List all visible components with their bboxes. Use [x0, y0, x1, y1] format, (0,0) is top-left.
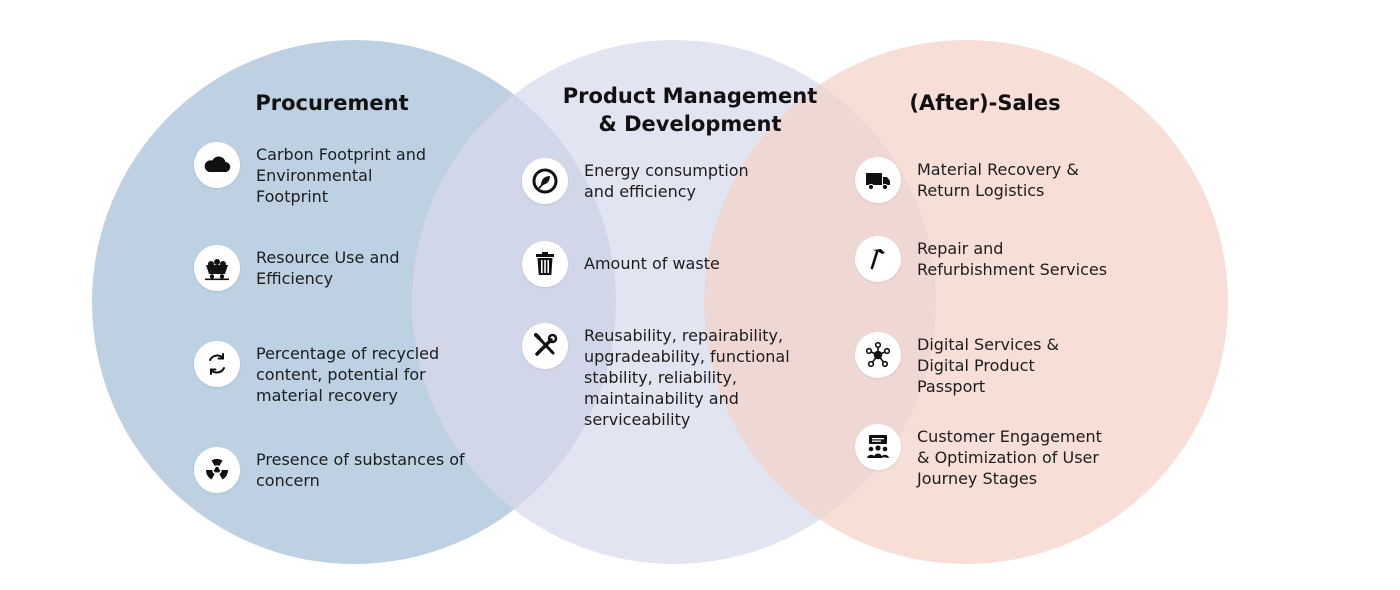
procurement-item-recycled-content: Percentage of recycled content, potentia…	[194, 341, 439, 406]
recycle-arrows-icon	[194, 341, 240, 387]
product-item-label: Amount of waste	[584, 254, 720, 273]
sales-circle	[704, 40, 1228, 564]
sales-item-material-recovery: Material Recovery & Return Logistics	[855, 157, 1079, 203]
sales-item-customer-engagement: Customer Engagement & Optimization of Us…	[855, 424, 1102, 489]
radiation-icon	[194, 447, 240, 493]
sales-item-label: Repair and Refurbishment Services	[917, 239, 1108, 279]
sales-item-digital-services: Digital Services & Digital Product Passp…	[855, 332, 1059, 397]
network-nodes-icon	[855, 332, 901, 378]
sales-item-repair: Repair and Refurbishment Services	[855, 236, 1107, 282]
procurement-item-label: Resource Use and Efficiency	[256, 248, 400, 288]
product-item-waste: Amount of waste	[522, 241, 720, 287]
sales-heading: (After)-Sales	[909, 91, 1061, 115]
product-item-label: Energy consumption and efficiency	[584, 161, 749, 201]
mine-cart-icon	[194, 245, 240, 291]
procurement-item-label: Carbon Footprint and Environmental Footp…	[256, 145, 426, 206]
energy-leaf-icon	[522, 158, 568, 204]
sales-item-label: Digital Services & Digital Product Passp…	[917, 335, 1060, 396]
cloud-icon	[194, 142, 240, 188]
sales-item-label: Customer Engagement & Optimization of Us…	[917, 427, 1102, 488]
trash-can-icon	[522, 241, 568, 287]
product-item-reusability: Reusability, repairability, upgradeabili…	[522, 323, 790, 430]
procurement-heading: Procurement	[255, 91, 409, 115]
procurement-item-resource-use: Resource Use and Efficiency	[194, 245, 400, 291]
truck-icon	[855, 157, 901, 203]
procurement-item-label: Presence of substances of concern	[256, 450, 465, 490]
product-heading: Product Management & Development	[562, 84, 818, 136]
product-item-label: Reusability, repairability, upgradeabili…	[584, 326, 790, 429]
sales-item-label: Material Recovery & Return Logistics	[917, 160, 1079, 200]
procurement-item-carbon-footprint: Carbon Footprint and Environmental Footp…	[194, 142, 426, 207]
product-item-energy: Energy consumption and efficiency	[522, 158, 749, 204]
procurement-item-substances: Presence of substances of concern	[194, 447, 465, 493]
customer-group-icon	[855, 424, 901, 470]
procurement-item-label: Percentage of recycled content, potentia…	[256, 344, 440, 405]
hammer-icon	[855, 236, 901, 282]
wrench-screwdriver-icon	[522, 323, 568, 369]
